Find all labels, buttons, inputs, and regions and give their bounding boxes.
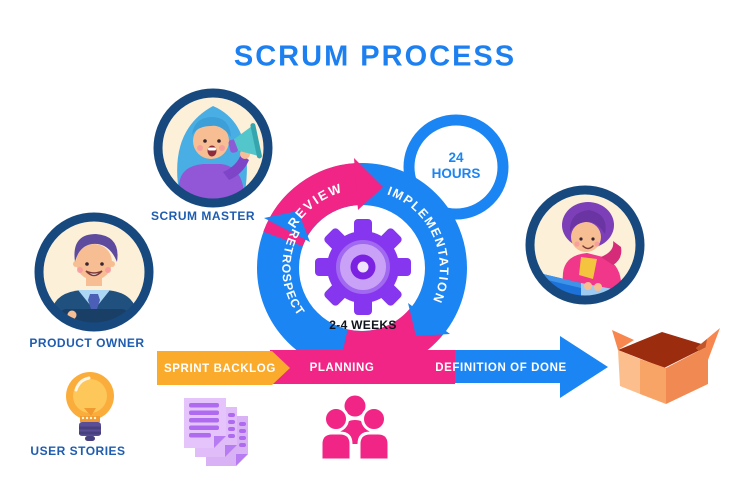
megaphone-icon [228,123,262,159]
sprint-length-label: 2-4 WEEKS [329,318,397,332]
scrum-master-label: SCRUM MASTER [151,209,255,223]
planning-label: PLANNING [309,362,375,374]
page-title: SCRUM PROCESS [233,40,517,73]
open-box-icon [612,328,720,404]
lightbulb-icon [66,372,114,441]
developer-avatar [525,185,645,305]
daily-cycle-line2: HOURS [431,166,481,181]
user-stories-label: USER STORIES [30,444,126,458]
gear-icon [315,219,411,315]
implementation-arrowhead-icon [408,303,450,336]
hair [74,234,118,262]
review-arrowhead-icon [354,158,383,210]
team-icon [319,395,391,462]
retrospect-arrowhead-icon [264,211,310,242]
scrum-master-avatar [153,88,273,208]
planning-band [270,350,455,384]
product-owner-avatar [34,212,154,332]
product-owner-label: PRODUCT OWNER [29,336,145,350]
sprint-backlog-label: SPRINT BACKLOG [164,363,276,375]
documents-icon [184,398,248,466]
daily-cycle-ring [403,114,509,220]
daily-cycle-line1: 24 [448,150,464,165]
definition-of-done-arrow [430,336,608,398]
daily-cycle-label: 24 HOURS [432,150,481,182]
sprint-backlog-arrow [157,351,290,385]
definition-of-done-label: DEFINITION OF DONE [435,362,567,374]
